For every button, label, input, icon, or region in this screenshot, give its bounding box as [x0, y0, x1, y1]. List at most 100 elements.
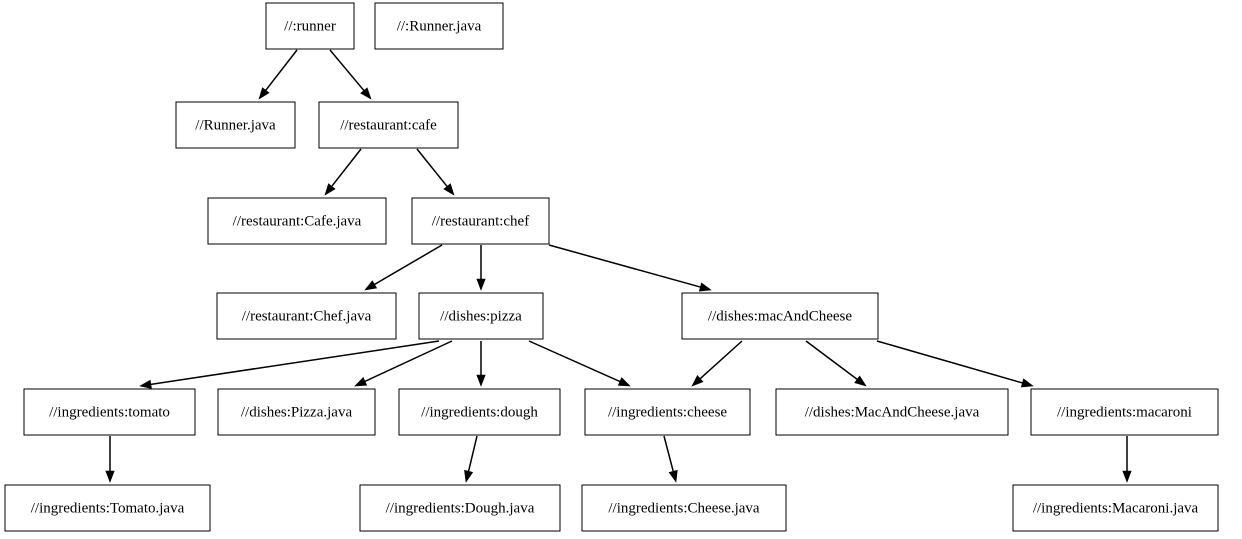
node-box[interactable]	[318, 101, 459, 149]
edge-runner-to-restaurant_cafe	[329, 49, 372, 100]
graph-node-dishes_macandcheese_java[interactable]: //dishes:MacAndCheese.java	[775, 388, 1009, 436]
node-label: //ingredients:tomato	[49, 404, 170, 420]
node-label: //dishes:pizza	[440, 308, 522, 324]
graph-node-ingredients_cheese[interactable]: //ingredients:cheese	[584, 388, 751, 436]
node-label: //ingredients:Dough.java	[386, 500, 535, 516]
graph-node-ingredients_dough_java[interactable]: //ingredients:Dough.java	[359, 484, 561, 532]
node-label: //restaurant:Chef.java	[242, 308, 372, 324]
node-box[interactable]	[581, 484, 787, 532]
edge-runner-to-runner_java	[258, 49, 298, 100]
graph-node-dishes_pizza_java[interactable]: //dishes:Pizza.java	[217, 388, 376, 436]
graph-node-root_runner_java[interactable]: //:Runner.java	[374, 2, 504, 50]
node-box[interactable]	[216, 292, 397, 340]
node-box[interactable]	[359, 484, 561, 532]
graph-node-ingredients_tomato_java[interactable]: //ingredients:Tomato.java	[4, 484, 211, 532]
node-box[interactable]	[1030, 388, 1219, 436]
arrowhead-icon	[1020, 378, 1034, 388]
node-label: //ingredients:dough	[421, 404, 538, 420]
edge-ingredients_macaroni-to-ingredients_macaroni_java	[1122, 436, 1132, 483]
node-box[interactable]	[4, 484, 211, 532]
edge-restaurant_cafe-to-restaurant_chef	[416, 148, 455, 196]
node-box[interactable]	[681, 292, 879, 340]
node-label: //dishes:MacAndCheese.java	[805, 404, 980, 420]
edge-line	[329, 49, 365, 92]
node-box[interactable]	[418, 292, 544, 340]
node-box[interactable]	[23, 388, 196, 436]
node-box[interactable]	[584, 388, 751, 436]
graph-node-ingredients_cheese_java[interactable]: //ingredients:Cheese.java	[581, 484, 787, 532]
arrowhead-icon	[443, 183, 455, 196]
edge-line	[150, 340, 440, 386]
arrowhead-icon	[1122, 470, 1132, 483]
edge-dishes_pizza-to-ingredients_cheese	[528, 340, 631, 387]
node-box[interactable]	[175, 101, 296, 149]
edge-line	[331, 148, 362, 187]
arrowhead-icon	[698, 282, 712, 292]
node-box[interactable]	[398, 388, 561, 436]
arrowhead-icon	[364, 280, 378, 291]
arrowhead-icon	[360, 87, 372, 100]
edge-line	[548, 244, 701, 288]
edge-line	[663, 435, 674, 472]
arrowhead-icon	[464, 469, 474, 483]
edge-restaurant_chef-to-restaurant_chef_java	[364, 244, 443, 291]
node-box[interactable]	[265, 2, 355, 50]
edge-line	[699, 340, 743, 380]
node-box[interactable]	[207, 197, 387, 245]
node-label: //restaurant:cafe	[340, 117, 437, 133]
graph-node-ingredients_macaroni[interactable]: //ingredients:macaroni	[1030, 388, 1219, 436]
node-label: //ingredients:macaroni	[1057, 404, 1192, 420]
edge-ingredients_dough-to-ingredients_dough_java	[464, 435, 478, 483]
arrowhead-icon	[854, 375, 867, 387]
node-label: //restaurant:Cafe.java	[233, 213, 362, 229]
node-label: //restaurant:chef	[432, 213, 529, 229]
edge-restaurant_cafe-to-restaurant_cafe_java	[324, 148, 362, 196]
edge-line	[467, 435, 478, 472]
arrowhead-icon	[354, 377, 368, 387]
arrowhead-icon	[139, 379, 152, 389]
edge-dishes_pizza-to-ingredients_tomato	[139, 340, 440, 389]
edge-line	[374, 244, 443, 286]
arrowhead-icon	[258, 87, 270, 100]
graph-node-restaurant_chef_java[interactable]: //restaurant:Chef.java	[216, 292, 397, 340]
arrowhead-icon	[668, 469, 678, 483]
arrowhead-icon	[105, 470, 115, 483]
node-label: //dishes:Pizza.java	[241, 404, 353, 420]
graph-node-ingredients_dough[interactable]: //ingredients:dough	[398, 388, 561, 436]
edge-line	[805, 340, 858, 380]
graph-node-runner[interactable]: //:runner	[265, 2, 355, 50]
edge-ingredients_tomato-to-ingredients_tomato_java	[105, 436, 115, 483]
edge-dishes_macandcheese-to-ingredients_macaroni	[876, 340, 1034, 388]
node-label: //Runner.java	[195, 117, 276, 133]
graph-node-restaurant_chef[interactable]: //restaurant:chef	[411, 197, 550, 245]
arrowhead-icon	[691, 374, 704, 387]
edge-line	[265, 49, 298, 91]
edge-restaurant_chef-to-dishes_macandcheese	[548, 244, 712, 292]
node-label: //ingredients:cheese	[608, 404, 727, 420]
node-box[interactable]	[775, 388, 1009, 436]
graph-node-runner_java[interactable]: //Runner.java	[175, 101, 296, 149]
edge-dishes_pizza-to-ingredients_dough	[476, 341, 486, 387]
node-label: //ingredients:Macaroni.java	[1033, 500, 1199, 516]
edge-line	[876, 340, 1023, 384]
graph-node-ingredients_macaroni_java[interactable]: //ingredients:Macaroni.java	[1012, 484, 1219, 532]
graph-node-restaurant_cafe[interactable]: //restaurant:cafe	[318, 101, 459, 149]
nodes-layer: //:runner //:Runner.java //Runner.java //re…	[4, 2, 1219, 532]
edge-line	[416, 148, 448, 187]
node-box[interactable]	[217, 388, 376, 436]
arrowhead-icon	[617, 377, 631, 387]
arrowhead-icon	[476, 278, 486, 291]
edge-line	[528, 340, 621, 383]
graph-node-dishes_macandcheese[interactable]: //dishes:macAndCheese	[681, 292, 879, 340]
graph-node-ingredients_tomato[interactable]: //ingredients:tomato	[23, 388, 196, 436]
graph-node-dishes_pizza[interactable]: //dishes:pizza	[418, 292, 544, 340]
node-label: //:runner	[284, 18, 336, 34]
graph-node-restaurant_cafe_java[interactable]: //restaurant:Cafe.java	[207, 197, 387, 245]
node-box[interactable]	[1012, 484, 1219, 532]
edge-dishes_pizza-to-dishes_pizza_java	[354, 340, 453, 387]
node-box[interactable]	[374, 2, 504, 50]
node-box[interactable]	[411, 197, 550, 245]
node-label: //:Runner.java	[397, 18, 482, 34]
